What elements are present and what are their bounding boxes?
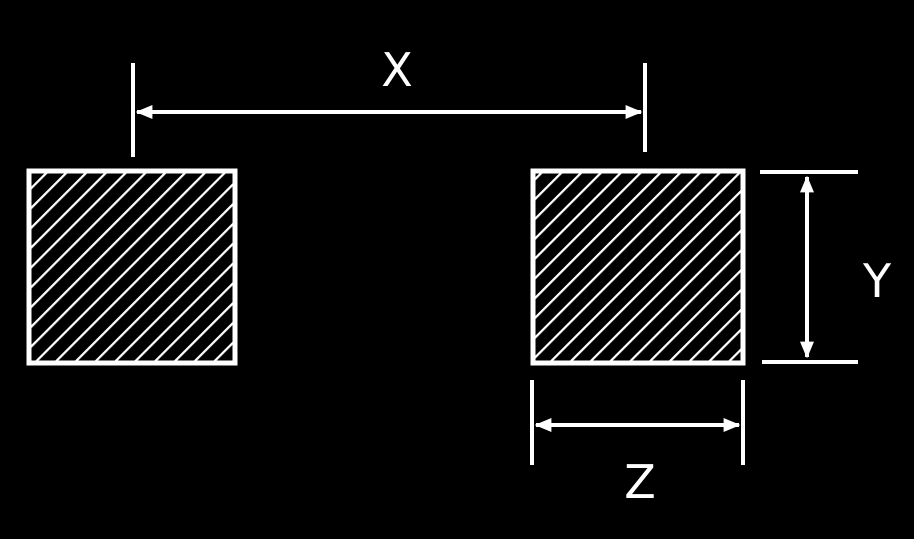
x-dimension-label: X <box>381 43 413 97</box>
left-pad <box>26 168 238 366</box>
z-dimension: Z <box>530 380 745 509</box>
y-dimension: Y <box>760 170 892 364</box>
x-dimension: X <box>131 43 647 157</box>
right-pad <box>530 168 746 366</box>
z-dimension-label: Z <box>624 455 656 509</box>
y-dimension-label: Y <box>862 254 892 308</box>
